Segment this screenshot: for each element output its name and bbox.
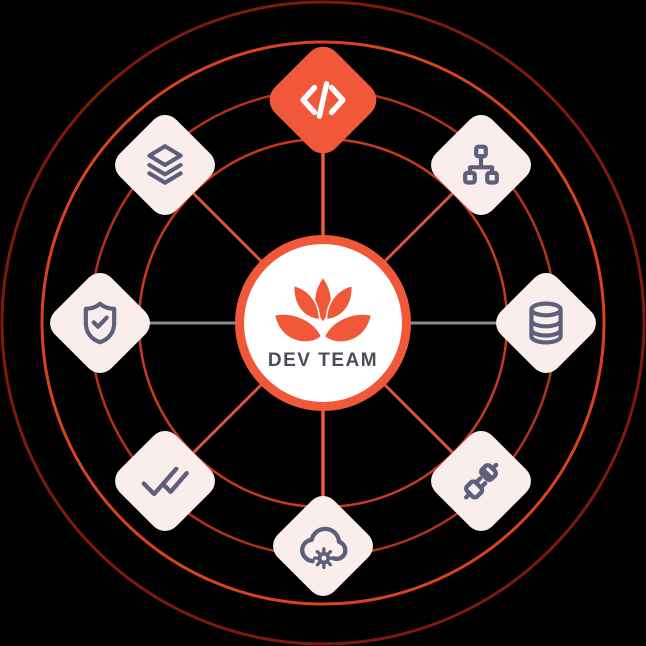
cloud-gear-icon — [300, 526, 348, 570]
lotus-flower-icon — [273, 275, 373, 343]
plug-connection-icon — [463, 462, 499, 500]
node-code — [262, 39, 384, 161]
layers-icon — [147, 144, 183, 185]
sitemap-icon — [463, 144, 499, 185]
shield-check-icon — [83, 301, 117, 345]
node-sitemap — [424, 108, 538, 222]
node-cloud-settings — [266, 489, 380, 603]
orbit-ring-second — [40, 40, 606, 606]
hub-label: DEV TEAM — [267, 349, 379, 371]
database-icon — [529, 301, 563, 345]
hub-badge: DEV TEAM — [235, 235, 411, 411]
node-plug-connection — [424, 424, 538, 538]
double-check-icon — [141, 466, 189, 497]
node-double-check — [108, 424, 222, 538]
code-icon — [300, 81, 346, 119]
node-layers — [108, 108, 222, 222]
node-database — [489, 266, 603, 380]
node-shield-check — [43, 266, 157, 380]
